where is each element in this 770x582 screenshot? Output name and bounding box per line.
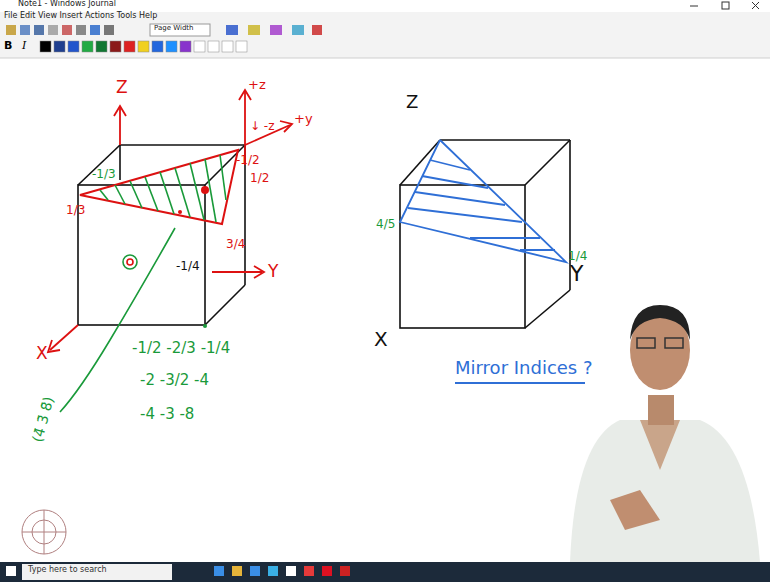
title-underline: [455, 382, 585, 384]
tool-icons: [6, 24, 322, 36]
intercept-label: -1/3: [92, 168, 116, 181]
axis-label: +z: [248, 78, 266, 92]
intercept-label: 1/2: [250, 172, 269, 185]
calculation-step: -2 -3/2 -4: [140, 372, 209, 389]
title-bar: [0, 0, 770, 12]
intercept-label: -1/4: [176, 260, 200, 273]
plane-hatching: [100, 155, 226, 222]
search-text: Type here to search: [28, 566, 107, 575]
axis-label: Z: [116, 78, 128, 97]
color-swatches: [40, 41, 247, 52]
axis-label: X: [36, 344, 48, 363]
institute-logo: [22, 510, 66, 554]
taskbar: [0, 562, 770, 582]
intercept-label: -1/2: [236, 154, 260, 167]
menu-bar: File Edit View Insert Actions Tools Help: [4, 12, 157, 21]
miller-index: (4̄ 3̄ 8̄): [30, 395, 57, 444]
blue-plane: [400, 140, 566, 262]
question-title: Mirror Indices ?: [455, 358, 593, 378]
taskbar-icons: [6, 566, 350, 576]
axis-label: ↓ -z: [250, 120, 275, 133]
axis-label: Y: [268, 262, 278, 281]
corner-dot: [203, 324, 207, 328]
axis-label: X: [374, 328, 388, 350]
presenter: [570, 305, 760, 562]
right-cube: [400, 140, 570, 328]
window-title: Note1 - Windows Journal: [18, 0, 116, 9]
red-point: [178, 210, 182, 214]
left-axes: [48, 90, 292, 352]
intercept-label: 3/4: [226, 238, 245, 251]
toolbar-border: [0, 58, 770, 59]
intercept-label: 4/5: [376, 218, 395, 231]
intercept-label: 1/3: [66, 204, 85, 217]
axis-label: +y: [294, 112, 313, 126]
origin-marker: [123, 255, 137, 269]
calculation-step: -1/2 -2/3 -1/4: [132, 340, 230, 357]
red-point: [201, 186, 209, 194]
toolbar-area: [0, 0, 770, 58]
zoom-dropdown: Page Width: [154, 25, 194, 33]
bold-button: B: [4, 40, 12, 52]
search-box: [22, 564, 172, 580]
axis-label: Y: [570, 262, 583, 286]
calculation-step: -4 -3 -8: [140, 406, 194, 423]
axis-label: Z: [406, 92, 418, 112]
left-cube: [78, 145, 245, 325]
window-buttons: [690, 2, 759, 9]
italic-button: I: [22, 40, 26, 52]
plane-triangle: [80, 150, 238, 224]
